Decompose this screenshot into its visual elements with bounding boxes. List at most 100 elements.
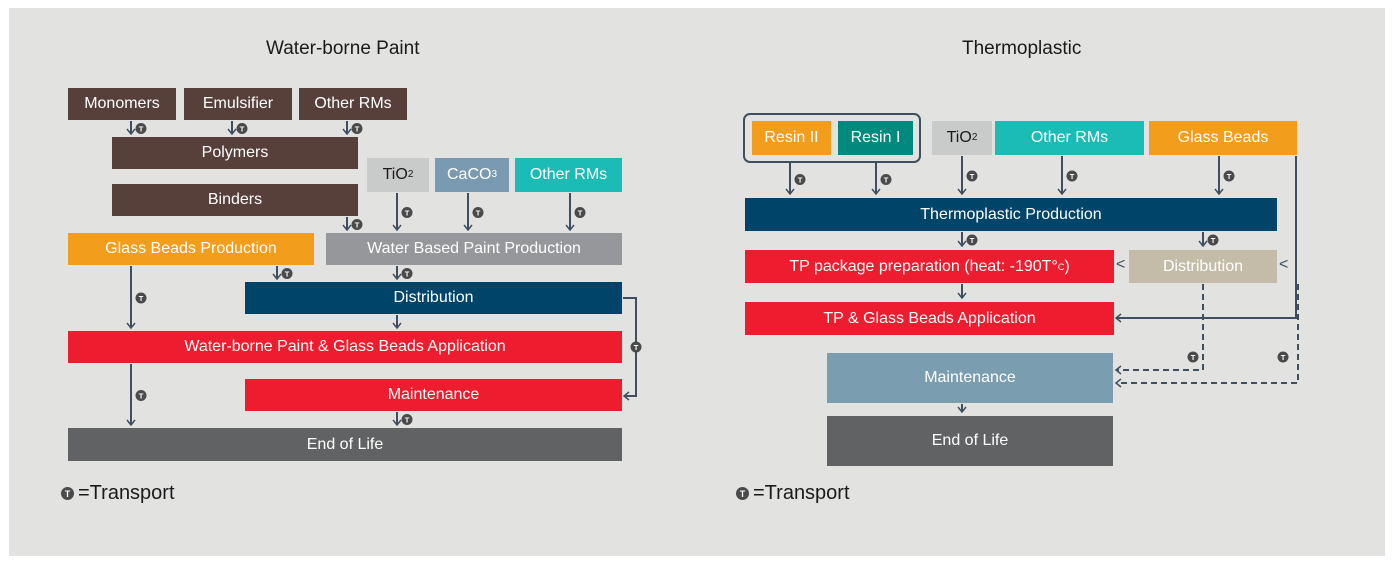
- svg-text:T: T: [139, 294, 144, 303]
- glass-beads-box: Glass Beads: [1149, 121, 1297, 155]
- transport-icon: T: [351, 123, 363, 134]
- transport-icon: T: [1207, 234, 1219, 246]
- resin-group-outline: [743, 113, 921, 163]
- arrowhead: [622, 391, 630, 401]
- chevron-left-icon: <: [1279, 256, 1289, 273]
- transport-legend-label: =Transport: [753, 482, 850, 504]
- transport-icon: T: [401, 268, 413, 279]
- transport-legend-right: T =Transport: [736, 482, 850, 505]
- transport-icon: T: [281, 268, 293, 279]
- transport-icon: T: [630, 341, 642, 353]
- svg-text:T: T: [476, 209, 481, 218]
- arrowhead: [1114, 365, 1122, 375]
- svg-text:T: T: [970, 236, 975, 245]
- other-rms-top-box: Other RMs: [299, 88, 407, 120]
- svg-text:T: T: [139, 125, 144, 134]
- transport-icon: T: [135, 123, 147, 134]
- transport-icon: T: [401, 414, 413, 425]
- emulsifier-box: Emulsifier: [184, 88, 292, 120]
- arrowhead: [785, 188, 795, 196]
- transport-icon: T: [61, 487, 74, 500]
- arrowhead: [392, 273, 402, 281]
- arrowhead: [957, 292, 967, 300]
- thermoplastic-production-box: Thermoplastic Production: [745, 198, 1277, 231]
- distribution-left-box: Distribution: [245, 282, 622, 314]
- arrowhead: [957, 188, 967, 196]
- tp-package-preparation-box: TP package preparation (heat: -190T°C): [745, 250, 1114, 283]
- transport-icon: T: [794, 174, 806, 185]
- transport-icon: T: [736, 487, 749, 500]
- tp-package-superscript: C: [1057, 261, 1065, 272]
- connector-line: [1117, 284, 1204, 371]
- svg-text:T: T: [884, 176, 889, 185]
- svg-text:T: T: [355, 125, 360, 134]
- arrowhead: [1214, 188, 1224, 196]
- thermoplastic-title: Thermoplastic: [962, 38, 1082, 59]
- arrowhead: [392, 322, 402, 330]
- arrowhead: [1114, 313, 1122, 323]
- svg-text:T: T: [1070, 172, 1075, 181]
- transport-icon: T: [1187, 351, 1199, 363]
- binders-box: Binders: [112, 184, 358, 216]
- maintenance-left-box: Maintenance: [245, 379, 622, 411]
- resin-ii-box: Resin II: [752, 121, 831, 155]
- monomers-box: Monomers: [68, 88, 176, 120]
- transport-icon: T: [1223, 170, 1235, 182]
- chevron-left-icon: <: [1116, 256, 1126, 273]
- distribution-right-box: Distribution: [1129, 250, 1277, 283]
- transport-legend-left: T =Transport: [61, 482, 175, 505]
- svg-text:T: T: [1281, 353, 1286, 362]
- transport-icon: T: [472, 207, 484, 218]
- arrowhead: [392, 224, 402, 232]
- arrowhead: [957, 240, 967, 248]
- arrowhead: [463, 224, 473, 232]
- svg-text:T: T: [405, 416, 410, 425]
- transport-icon: T: [1277, 351, 1289, 363]
- transport-icon: T: [1066, 170, 1078, 182]
- arrowhead: [126, 419, 136, 427]
- tio2-left-label: TiO: [382, 166, 408, 183]
- svg-text:T: T: [1211, 236, 1216, 245]
- arrowhead: [272, 273, 282, 281]
- svg-text:T: T: [798, 176, 803, 185]
- transport-icon: T: [236, 123, 248, 134]
- connector-line: [1117, 156, 1297, 319]
- caco3-label: CaCO: [446, 166, 492, 183]
- arrowhead: [342, 128, 352, 136]
- water-based-paint-production-box: Water Based Paint Production: [326, 233, 622, 265]
- arrowhead: [1057, 188, 1067, 196]
- tp-package-close: ): [1064, 257, 1070, 275]
- arrowhead: [126, 322, 136, 330]
- svg-text:T: T: [634, 343, 639, 352]
- other-rms-mid-box: Other RMs: [515, 158, 622, 192]
- maintenance-right-box: Maintenance: [827, 353, 1113, 403]
- transport-icon: T: [966, 170, 978, 182]
- transport-icon: T: [135, 292, 147, 304]
- arrowhead: [342, 224, 352, 232]
- arrowhead: [227, 128, 237, 136]
- svg-text:T: T: [405, 270, 410, 279]
- transport-icon: T: [574, 207, 586, 218]
- other-rms-right-box: Other RMs: [995, 121, 1144, 155]
- end-of-life-left-box: End of Life: [68, 428, 622, 461]
- arrowhead: [565, 224, 575, 232]
- arrowhead: [126, 128, 136, 136]
- svg-text:T: T: [1227, 172, 1232, 181]
- arrowhead: [392, 419, 402, 427]
- svg-text:T: T: [1191, 353, 1196, 362]
- svg-text:T: T: [355, 221, 360, 230]
- connector-line: [1117, 284, 1299, 384]
- polymers-box: Polymers: [112, 137, 358, 169]
- tp-package-label: TP package preparation (heat: -190T°: [789, 257, 1058, 275]
- resin-i-box: Resin I: [838, 121, 913, 155]
- arrowhead: [1198, 240, 1208, 248]
- svg-text:T: T: [405, 209, 410, 218]
- end-of-life-right-box: End of Life: [827, 416, 1113, 466]
- transport-icon: T: [966, 234, 978, 246]
- transport-icon: T: [401, 207, 413, 218]
